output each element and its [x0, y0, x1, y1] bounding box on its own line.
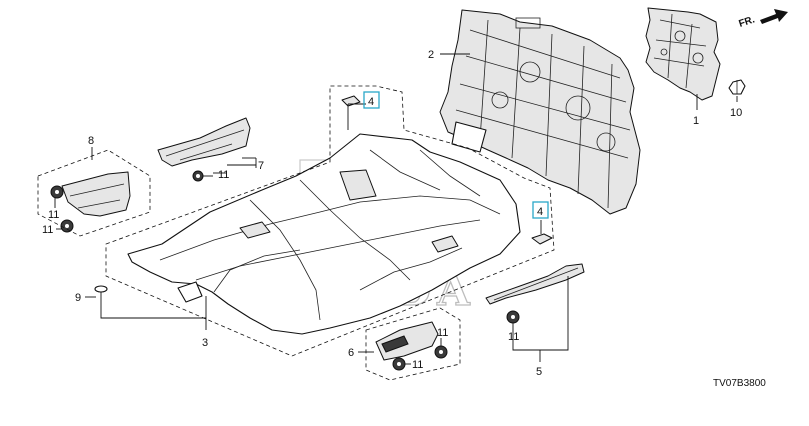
grommet-bottom-c-icon	[434, 345, 448, 359]
part-9-bolt	[94, 285, 108, 306]
part-2-dashboard-insulator	[439, 9, 641, 215]
group-outlines	[37, 85, 555, 381]
part-3-floor-carpet	[127, 133, 521, 335]
callout-10: 10	[730, 107, 742, 119]
part-6-sill-plate	[375, 321, 439, 361]
grommet-bottom-b-icon	[392, 357, 406, 371]
callout-4a-highlight-box	[363, 91, 380, 109]
callout-3: 3	[202, 337, 208, 349]
callout-9: 9	[75, 292, 81, 304]
callout-4a: 4	[368, 96, 374, 108]
callout-labels: 1 2 3 4 4 5 6 7 8 9 10 11 11 11 11 11 11	[42, 49, 742, 378]
part-1-insulator	[645, 7, 721, 101]
callout-2: 2	[428, 49, 434, 61]
grommet-side-c-icon	[192, 170, 204, 182]
callout-4b: 4	[537, 206, 543, 218]
front-arrow-icon	[760, 9, 788, 24]
front-direction-indicator: FR.	[738, 9, 788, 30]
part-4-clip-lower	[531, 233, 553, 245]
callout-11-side-c: 11	[218, 169, 229, 181]
callout-1: 1	[693, 115, 699, 127]
callout-6: 6	[348, 347, 354, 359]
grommet-bottom-a-icon	[506, 310, 520, 324]
callout-4b-highlight-box	[532, 201, 549, 219]
callout-11-bottom-a: 11	[508, 331, 519, 343]
callout-7: 7	[258, 160, 264, 172]
part-4-clip-upper	[341, 95, 361, 107]
front-label: FR.	[738, 14, 757, 30]
grommet-side-b-icon	[60, 219, 74, 233]
grommet-side-a-icon	[50, 185, 64, 199]
callout-11-side-a: 11	[48, 209, 59, 221]
callout-8: 8	[88, 135, 94, 147]
callout-11-bottom-b: 11	[412, 359, 423, 371]
part-11-grommets	[50, 170, 520, 371]
callout-11-bottom-c: 11	[437, 327, 448, 339]
leader-lines	[54, 53, 738, 365]
part-5-side-rail	[485, 263, 585, 305]
callout-11-side-b: 11	[42, 224, 53, 236]
part-8-side-panel	[61, 171, 131, 217]
part-10-clip	[728, 79, 746, 95]
part-7-side-trim	[157, 117, 251, 167]
callout-5: 5	[536, 366, 542, 378]
diagram-code: TV07B3800	[713, 378, 766, 389]
